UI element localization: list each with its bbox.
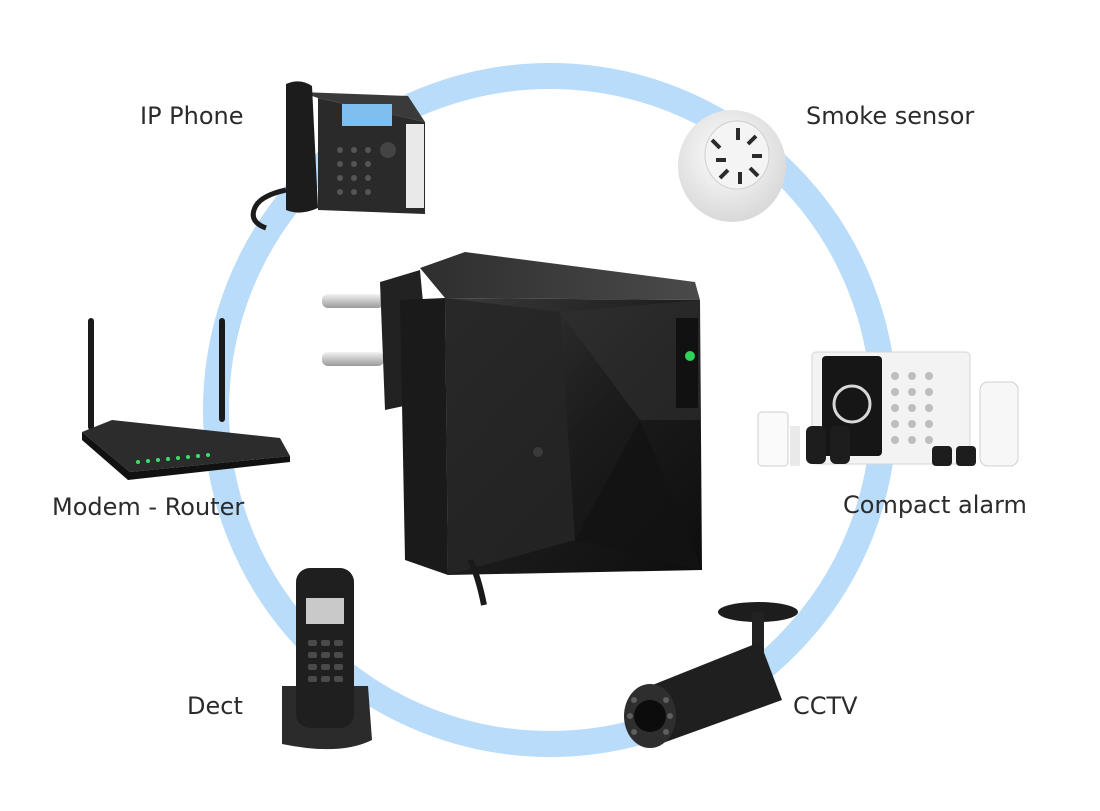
power-supply-ups-icon: [322, 252, 702, 606]
wifi-router-icon: [82, 318, 290, 480]
label-compact-alarm: Compact alarm: [843, 491, 1027, 519]
smoke-detector-icon: [678, 110, 786, 222]
alarm-keypad-icon: [757, 351, 1019, 467]
desk-phone-icon: [250, 81, 425, 231]
label-cctv: CCTV: [793, 692, 858, 720]
label-ip-phone: IP Phone: [140, 102, 244, 130]
label-smoke-sensor: Smoke sensor: [806, 102, 975, 130]
label-dect: Dect: [187, 692, 243, 720]
cordless-phone-icon: [282, 568, 372, 750]
security-camera-icon: [624, 602, 798, 748]
label-modem-router: Modem - Router: [52, 493, 245, 521]
